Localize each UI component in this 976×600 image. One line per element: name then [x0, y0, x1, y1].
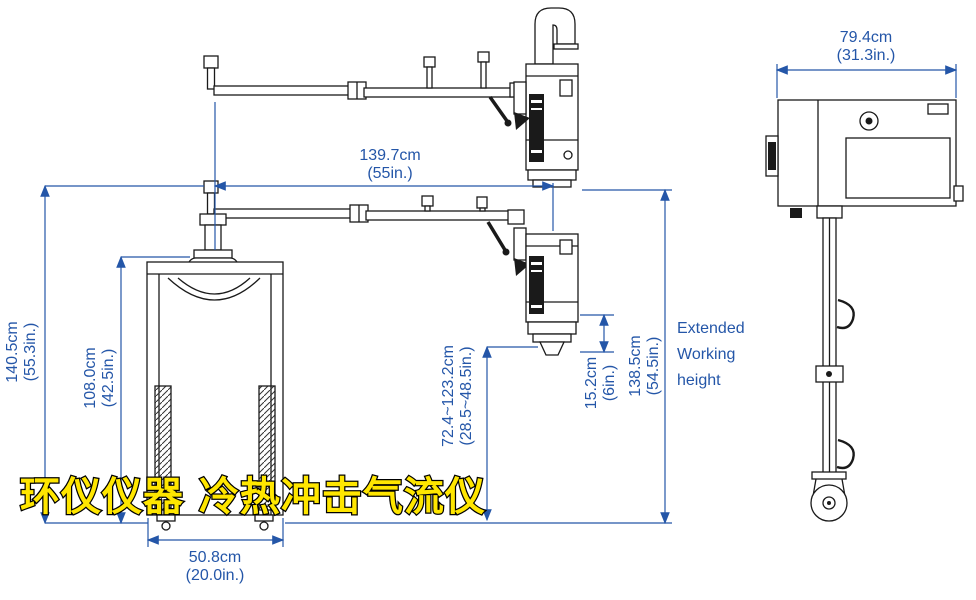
dim-height-range-cm: 72.4~123.2cm	[440, 345, 457, 447]
dim-side-width-in: (31.3in.)	[837, 47, 896, 64]
dim-nozzle-length-in: (6in.)	[601, 365, 618, 401]
vent-strip	[154, 385, 172, 511]
side-view	[765, 99, 964, 522]
dim-cabinet-height-in: (42.5in.)	[100, 349, 117, 408]
side-panel	[845, 137, 951, 199]
dim-arm-span-cm: 139.7cm	[359, 147, 420, 164]
dim-extended-height-cm: 138.5cm	[627, 335, 644, 396]
arm-segment-1	[213, 85, 353, 96]
extended-working-height-label-line3: height	[677, 372, 721, 389]
lock-handle	[488, 95, 509, 123]
clamp-lever	[514, 112, 530, 130]
label-strip	[529, 94, 544, 162]
clamp-knob	[423, 56, 436, 68]
dim-side-width-cm: 79.4cm	[840, 29, 892, 46]
yoke-arch	[167, 277, 261, 301]
duct-flange	[553, 43, 579, 50]
extended-working-height-label-line2: Working	[677, 346, 735, 363]
bottom-flange	[527, 169, 577, 181]
side-top-box	[765, 99, 964, 218]
elbow-duct	[534, 7, 576, 65]
arm-segment-2	[365, 210, 513, 221]
side-tab	[953, 185, 964, 202]
side-pole	[815, 205, 855, 475]
arm-pivot-knob	[203, 180, 219, 194]
extended-working-height-label-line1: Extended	[677, 320, 745, 337]
dim-cabinet-height-cm: 108.0cm	[82, 347, 99, 408]
caster-wheel	[259, 521, 269, 531]
clamp-knob	[476, 196, 488, 209]
mast-base-plate	[193, 249, 233, 259]
pole-mount	[816, 205, 843, 219]
arm-segment-1	[213, 208, 355, 219]
foot	[156, 514, 176, 522]
lock-handle	[486, 221, 507, 251]
dim-base-width-cm: 50.8cm	[189, 549, 241, 566]
dim-arm-span-in: (55in.)	[367, 165, 412, 182]
dim-nozzle-length-cm: 15.2cm	[583, 357, 600, 409]
arm-segment-2	[363, 87, 513, 98]
mount-bracket	[513, 81, 527, 115]
base-cabinet	[146, 213, 284, 531]
front-view	[146, 7, 579, 531]
mast-collar	[199, 213, 227, 226]
dimension-annotations: 139.7cm (55in.) 140.5cm (55.3in.) 108.0c…	[4, 29, 958, 584]
clamp-knob	[477, 51, 490, 63]
air-nozzle	[538, 341, 566, 356]
mast-column	[204, 224, 222, 251]
dim-total-height-in: (55.3in.)	[22, 323, 39, 382]
top-heater-unit	[513, 7, 579, 188]
arm-pivot-neck	[206, 67, 216, 90]
caster-wheel	[161, 521, 171, 531]
mount-bracket	[513, 227, 527, 261]
cable-hook	[836, 298, 855, 330]
foot	[254, 514, 274, 522]
dim-extended-height-in: (54.5in.)	[645, 337, 662, 396]
lower-arm-assembly	[203, 180, 525, 256]
arm-pivot-knob	[203, 55, 219, 69]
vent-strip	[258, 385, 276, 511]
dim-height-range-in: (28.5~48.5in.)	[458, 346, 475, 445]
side-caster	[810, 471, 848, 522]
upper-arm-assembly	[203, 51, 527, 127]
dim-total-height-cm: 140.5cm	[4, 321, 21, 382]
nozzle-unit	[513, 227, 579, 356]
clamp-knob	[421, 195, 434, 207]
switch-block	[790, 208, 802, 218]
arm-end-bracket	[507, 209, 525, 225]
cable-hook	[836, 438, 855, 470]
dim-base-width-in: (20.0in.)	[186, 567, 245, 584]
bottom-flange	[527, 321, 577, 335]
brand-watermark-text: 环仪仪器 冷热冲击气流仪	[20, 474, 486, 520]
caster-plate	[811, 471, 847, 480]
